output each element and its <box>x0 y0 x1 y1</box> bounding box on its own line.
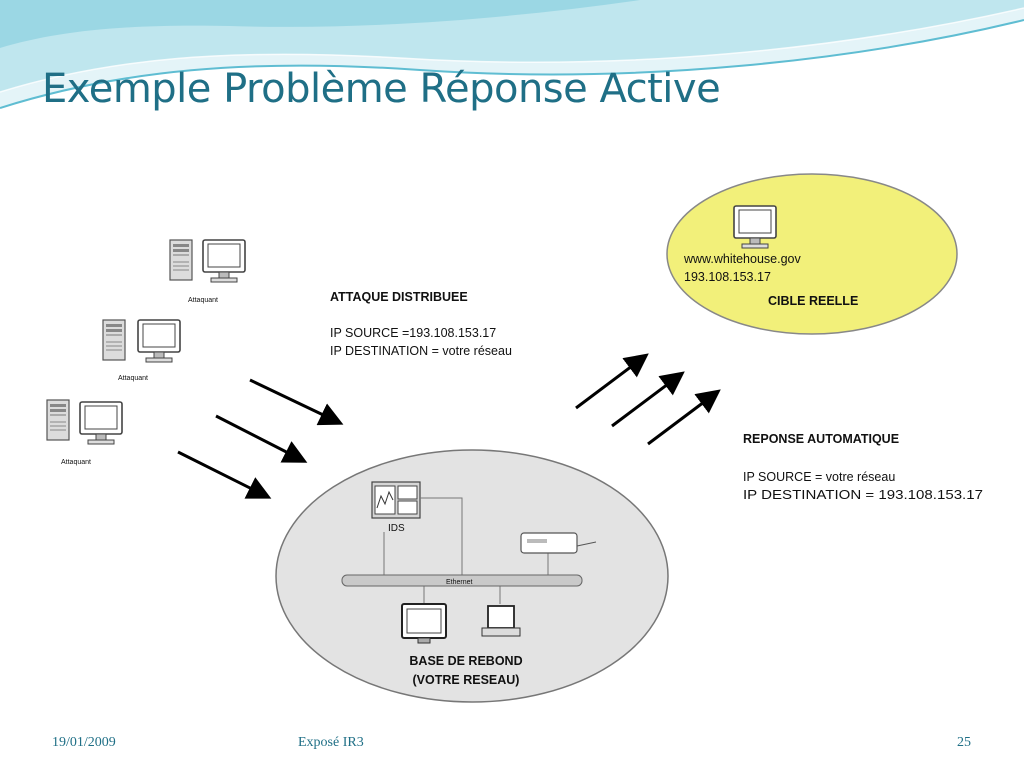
response-ip-source: IP SOURCE = votre réseau <box>743 470 895 484</box>
response-arrow <box>611 371 685 428</box>
response-title: REPONSE AUTOMATIQUE <box>743 432 899 446</box>
network-label-line2: (VOTRE RESEAU) <box>413 673 520 687</box>
attack-ip-source: IP SOURCE =193.108.153.17 <box>330 326 496 340</box>
attacker-label: Attaquant <box>188 297 218 304</box>
monitor-icon <box>79 401 123 445</box>
monitor-icon <box>137 319 181 363</box>
ids-device: IDS <box>371 481 421 534</box>
router-icon <box>520 532 597 554</box>
laptop-icon <box>481 605 521 637</box>
footer-date: 19/01/2009 <box>52 735 116 750</box>
monitor-icon <box>202 239 246 283</box>
attack-title: ATTAQUE DISTRIBUEE <box>330 290 468 304</box>
network-ellipse: IDS Ethernet <box>275 449 669 703</box>
workstation-monitor-icon <box>401 603 447 644</box>
target-url: www.whitehouse.gov <box>683 252 801 266</box>
attacker-2: Attaquant <box>102 319 181 382</box>
footer-center-text: Exposé IR3 <box>298 735 364 750</box>
ethernet-label: Ethernet <box>446 579 473 586</box>
attack-ip-destination: IP DESTINATION = votre réseau <box>330 344 512 358</box>
server-tower-icon <box>102 319 126 361</box>
network-label-line1: BASE DE REBOND <box>409 654 522 668</box>
attacker-label: Attaquant <box>118 375 148 382</box>
target-label: CIBLE REELLE <box>768 294 858 308</box>
attack-arrow <box>215 414 308 463</box>
attack-arrows <box>177 378 344 499</box>
response-arrow <box>647 389 721 446</box>
attacker-3: Attaquant <box>46 399 123 466</box>
server-tower-icon <box>169 239 193 281</box>
slide-title: Exemple Problème Réponse Active <box>42 66 721 112</box>
attack-arrow <box>249 378 344 426</box>
ids-label: IDS <box>388 523 405 534</box>
attack-arrow <box>177 450 272 499</box>
target-ip: 193.108.153.17 <box>684 270 771 284</box>
attacker-1: Attaquant <box>169 239 246 304</box>
server-tower-icon <box>46 399 70 441</box>
ethernet-bus: Ethernet <box>341 574 583 587</box>
slide-number: 25 <box>957 735 971 750</box>
response-ip-destination: IP DESTINATION = 193.108.153.17 <box>743 488 983 502</box>
response-arrows <box>575 353 721 446</box>
attacker-label: Attaquant <box>61 459 91 466</box>
response-arrow <box>575 353 649 410</box>
target-ellipse: www.whitehouse.gov 193.108.153.17 CIBLE … <box>666 173 958 335</box>
